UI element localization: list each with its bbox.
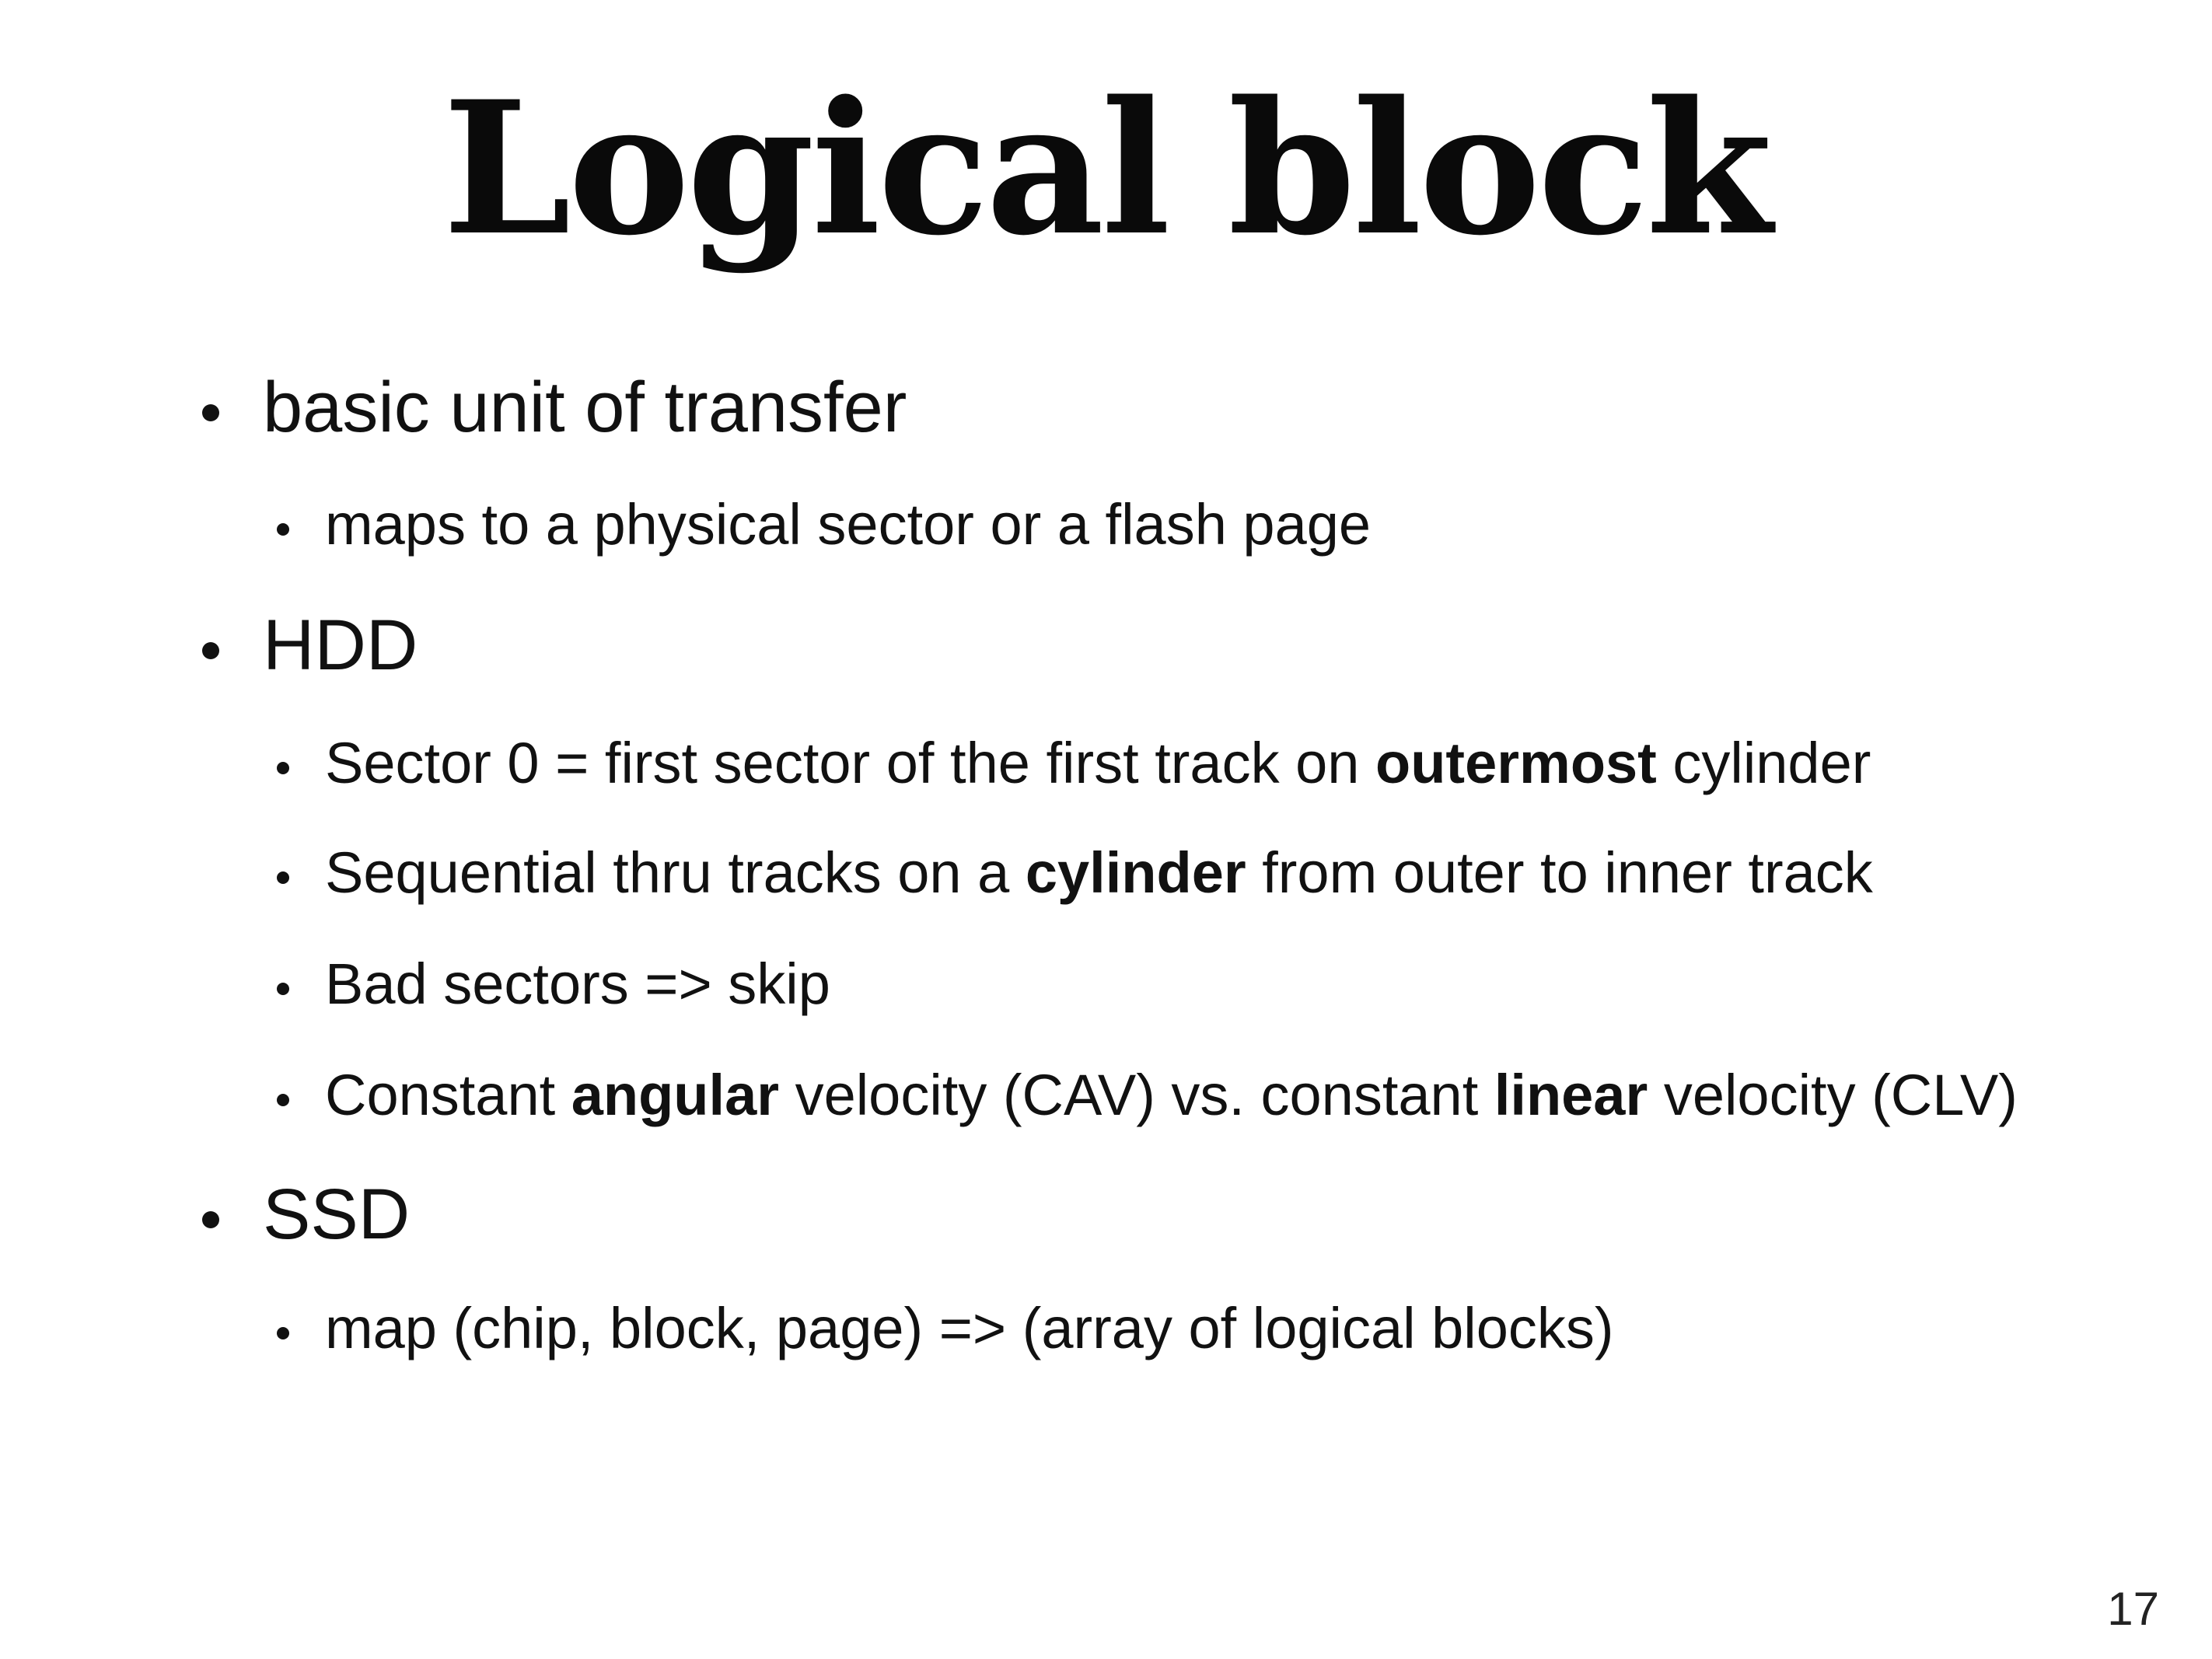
- bullet-dot: [277, 1094, 289, 1106]
- bullet-text: basic unit of transfer: [263, 368, 907, 447]
- sub-bullet-cav-clv: Constant angular velocity (CAV) vs. cons…: [277, 1067, 2018, 1124]
- bullet-ssd: SSD: [202, 1179, 410, 1250]
- sub-bullet-map: map (chip, block, page) => (array of log…: [277, 1300, 1614, 1357]
- bullet-dot: [277, 871, 289, 884]
- sub-bullet-text: Constant angular velocity (CAV) vs. cons…: [325, 1063, 2018, 1127]
- bullet-dot: [202, 642, 219, 659]
- sub-bullet-bad-sectors: Bad sectors => skip: [277, 952, 830, 1016]
- bullet-dot: [277, 523, 289, 536]
- sub-bullet-sector-0: Sector 0 = first sector of the first tra…: [277, 735, 1871, 792]
- bullet-text: HDD: [263, 606, 418, 685]
- sub-bullet-text: Bad sectors => skip: [325, 952, 830, 1016]
- emphasis-linear: linear: [1494, 1063, 1648, 1127]
- sub-bullet-sequential: Sequential thru tracks on a cylinder fro…: [277, 844, 1873, 902]
- bullet-dot: [277, 762, 289, 774]
- sub-bullet-text: map (chip, block, page) => (array of log…: [325, 1296, 1614, 1360]
- bullet-dot: [277, 1327, 289, 1339]
- sub-bullet-maps-to: maps to a physical sector or a flash pag…: [277, 496, 1371, 554]
- slide-title: Logical block: [442, 61, 1772, 276]
- bullet-text: SSD: [263, 1175, 411, 1254]
- page-number: 17: [2107, 1583, 2159, 1635]
- bullet-dot: [202, 1211, 219, 1228]
- bullet-dot: [202, 404, 219, 421]
- emphasis-cylinder: cylinder: [1025, 840, 1246, 905]
- sub-bullet-text: Sequential thru tracks on a cylinder fro…: [325, 840, 1873, 905]
- bullet-hdd: HDD: [202, 609, 418, 681]
- sub-bullet-text: Sector 0 = first sector of the first tra…: [325, 731, 1871, 795]
- bullet-basic-unit: basic unit of transfer: [202, 372, 907, 443]
- emphasis-angular: angular: [571, 1063, 780, 1127]
- sub-bullet-text: maps to a physical sector or a flash pag…: [325, 492, 1372, 557]
- bullet-dot: [277, 983, 289, 995]
- emphasis-outermost: outermost: [1375, 731, 1657, 795]
